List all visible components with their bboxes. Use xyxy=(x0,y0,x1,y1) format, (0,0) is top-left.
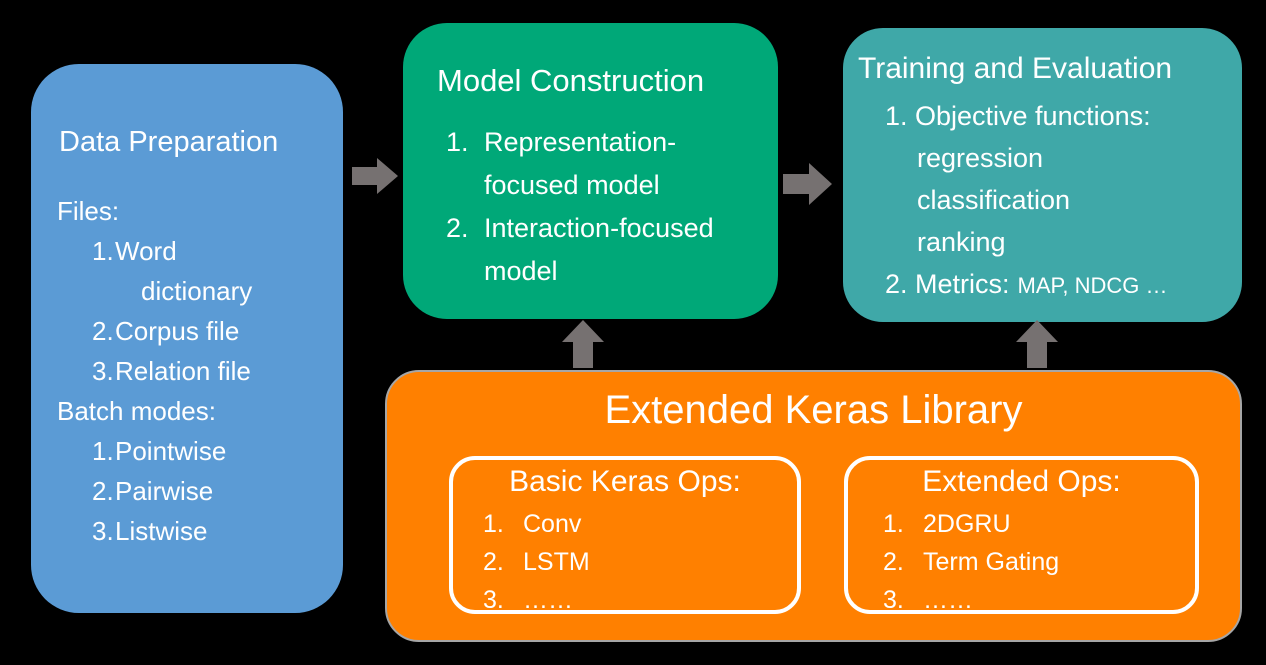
item-number: 3. xyxy=(483,586,504,614)
basic-keras-ops-title: Basic Keras Ops: xyxy=(509,465,741,498)
training-evaluation-title: Training and Evaluation xyxy=(858,52,1173,85)
item-number: 2. xyxy=(92,476,114,506)
item-text: 2DGRU xyxy=(923,510,1011,538)
item-number: 3. xyxy=(92,356,114,386)
item-number: 1. xyxy=(885,101,908,131)
item-number: 1. xyxy=(92,436,114,466)
item-number: 1. xyxy=(92,236,114,266)
item-number: 2. xyxy=(483,548,504,576)
extended-ops-title: Extended Ops: xyxy=(922,465,1121,498)
item-representation-model-wrap: focused model xyxy=(484,170,660,200)
item-regression: regression xyxy=(917,143,1044,173)
extended-ops-list: 1. 2DGRU 2. Term Gating 3. …… xyxy=(848,505,1195,619)
training-evaluation-box: Training and Evaluation 1.Objective func… xyxy=(843,28,1242,322)
item-number: 2. xyxy=(92,316,114,346)
item-text: Relation file xyxy=(115,356,251,386)
item-text: Word xyxy=(115,236,177,266)
data-preparation-title: Data Preparation xyxy=(59,126,279,158)
item-number: 1. xyxy=(446,127,469,157)
basic-keras-ops-list: 1. Conv 2. LSTM 3. …… xyxy=(453,505,797,619)
arrow-keras-to-model-icon xyxy=(562,320,604,368)
item-metrics: 2.Metrics: MAP, NDCG … xyxy=(843,263,1167,307)
data-preparation-box: Data Preparation Files: 1.Word dictionar… xyxy=(31,64,343,613)
item-interaction-model: 2. Interaction-focused xyxy=(403,207,714,250)
arrow-data-to-model-icon xyxy=(352,158,398,194)
item-word: 1.Word xyxy=(57,231,252,271)
item-text: Interaction-focused xyxy=(484,213,714,243)
arrow-shape xyxy=(352,158,398,194)
item-listwise: 3.Listwise xyxy=(57,511,252,551)
arrow-shape xyxy=(562,320,604,368)
model-construction-title: Model Construction xyxy=(437,63,705,98)
item-2dgru: 1. 2DGRU xyxy=(883,505,1195,543)
arrow-shape xyxy=(1016,320,1058,368)
model-construction-list: 1. Representation- focused model 2. Intera… xyxy=(403,121,714,293)
item-number: 2. xyxy=(885,269,908,299)
item-corpus-file: 2.Corpus file xyxy=(57,311,252,351)
arrow-model-to-training-icon xyxy=(783,163,832,205)
item-lstm: 2. LSTM xyxy=(483,543,797,581)
item-number: 1. xyxy=(483,510,504,538)
item-text: Metrics: xyxy=(915,269,1010,299)
item-interaction-model-wrap: model xyxy=(484,256,558,286)
item-text: Term Gating xyxy=(923,548,1060,576)
item-term-gating: 2. Term Gating xyxy=(883,543,1195,581)
item-text: Listwise xyxy=(115,516,208,546)
item-basic-more: 3. …… xyxy=(483,581,797,619)
item-word-wrap: dictionary xyxy=(141,276,253,306)
item-number: 3. xyxy=(883,586,904,614)
extended-ops-box: Extended Ops: 1. 2DGRU 2. Term Gating 3. …… xyxy=(844,456,1199,614)
item-text: Conv xyxy=(523,510,582,538)
item-ranking: ranking xyxy=(917,227,1006,257)
item-text: Pointwise xyxy=(115,436,227,466)
extended-keras-library-box: Extended Keras Library Basic Keras Ops: … xyxy=(385,370,1242,642)
arrow-keras-to-training-icon xyxy=(1016,320,1058,368)
metrics-examples: MAP, NDCG … xyxy=(1017,273,1168,298)
model-construction-box: Model Construction 1. Representation- foc… xyxy=(403,23,778,319)
item-number: 2. xyxy=(883,548,904,576)
item-text: …… xyxy=(523,586,573,614)
item-pairwise: 2.Pairwise xyxy=(57,471,252,511)
item-number: 1. xyxy=(883,510,904,538)
extended-keras-library-title: Extended Keras Library xyxy=(604,388,1023,432)
item-text: …… xyxy=(923,586,973,614)
batch-modes-label: Batch modes: xyxy=(57,396,216,426)
item-representation-model: 1. Representation- xyxy=(403,121,714,164)
item-relation-file: 3.Relation file xyxy=(57,351,252,391)
data-preparation-list: Files: 1.Word dictionary 2.Corpus file 3… xyxy=(57,191,252,551)
basic-keras-ops-box: Basic Keras Ops: 1. Conv 2. LSTM 3. …… xyxy=(449,456,801,614)
training-evaluation-list: 1.Objective functions: regression classi… xyxy=(843,95,1167,307)
arrow-shape xyxy=(783,163,832,205)
item-text: LSTM xyxy=(523,548,590,576)
item-number: 2. xyxy=(446,213,469,243)
item-extended-more: 3. …… xyxy=(883,581,1195,619)
item-pointwise: 1.Pointwise xyxy=(57,431,252,471)
item-text: Corpus file xyxy=(115,316,240,346)
item-text: Pairwise xyxy=(115,476,214,506)
item-text: Representation- xyxy=(484,127,677,157)
item-number: 3. xyxy=(92,516,114,546)
files-label: Files: xyxy=(57,196,120,226)
item-classification: classification xyxy=(917,185,1071,215)
item-objective-functions: 1.Objective functions: xyxy=(843,95,1167,137)
item-text: Objective functions: xyxy=(915,101,1151,131)
item-conv: 1. Conv xyxy=(483,505,797,543)
